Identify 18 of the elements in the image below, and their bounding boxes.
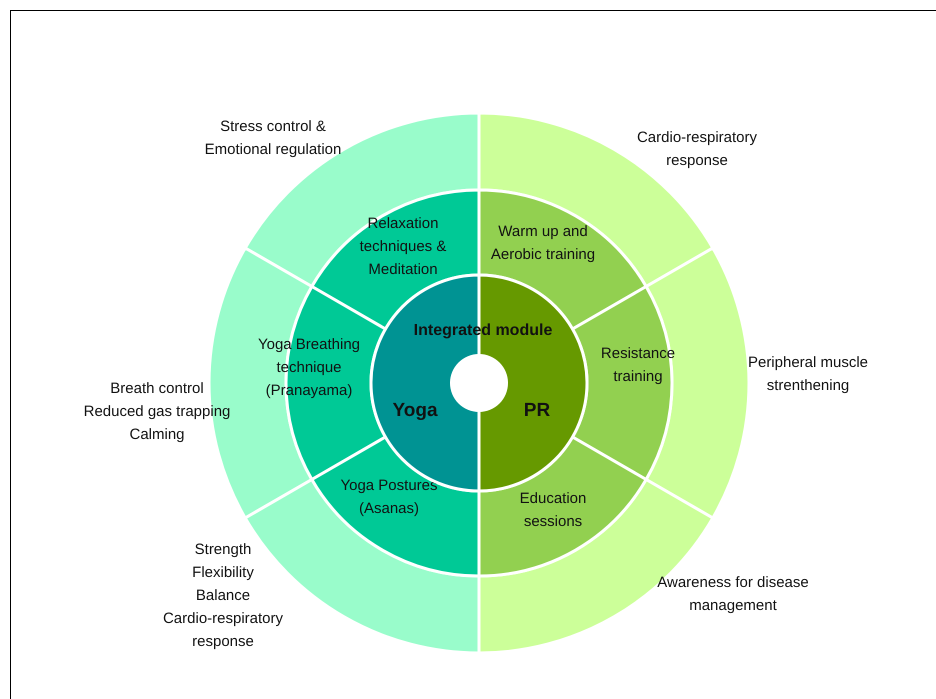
ring-segment [478, 478, 809, 654]
segment-label: Warm up and Aerobic training [490, 222, 596, 265]
half-title: Yoga [392, 398, 438, 422]
segment-label: Breath control Reduced gas trapping Calming [82, 378, 232, 444]
segment-label: Yoga Postures (Asanas) [339, 476, 439, 519]
segment-label: Awareness for disease management [656, 573, 810, 616]
ring-segment [258, 285, 387, 481]
segment-label: Cardio-respiratory response [636, 128, 758, 171]
segment-label: Education sessions [518, 489, 588, 532]
segment-label: Stress control & Emotional regulation [204, 117, 342, 160]
segment-label: Strength Flexibility Balance Cardio-respiratory response [162, 540, 284, 652]
ring-segment [162, 478, 480, 654]
ring-segment [478, 436, 648, 578]
segment-label: Relaxation techniques & Meditation [358, 214, 448, 280]
ring-segment [310, 436, 480, 578]
segment-label: Peripheral muscle strenthening [746, 353, 870, 396]
half-title: PR [524, 398, 550, 422]
ring-segment [571, 285, 676, 481]
